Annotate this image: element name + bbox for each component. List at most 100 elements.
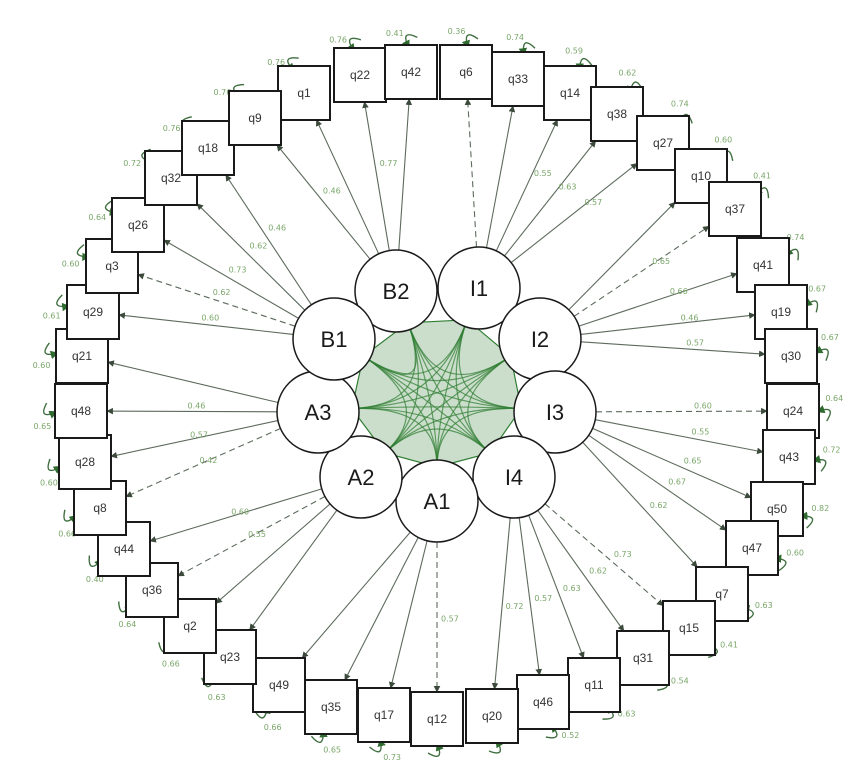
loading-path-q23 [249,509,338,631]
error-label-q7: 0.63 [755,601,773,610]
loading-path-q41 [578,272,738,327]
item-node-q14[interactable]: q14 [543,65,597,121]
item-node-q9[interactable]: q9 [228,90,282,146]
loading-label-q41: 0.66 [670,287,688,296]
factor-node-B2[interactable]: B2 [354,249,438,333]
loading-path-q31 [537,510,625,632]
error-label-q38: 0.62 [619,69,637,78]
loading-path-q46 [518,517,543,676]
item-label: q7 [715,587,729,601]
item-label: q10 [691,169,711,183]
error-arc-q24 [816,405,831,422]
item-node-q22[interactable]: q22 [333,47,387,103]
factor-node-A1[interactable]: A1 [395,459,479,543]
loading-label-q20: 0.72 [506,602,524,611]
loading-label-q9: 0.46 [323,186,341,195]
factor-label: B2 [383,279,410,304]
item-label: q6 [459,65,473,79]
item-node-q48[interactable]: q48 [54,383,108,439]
item-node-q6[interactable]: q6 [439,44,493,100]
item-node-q18[interactable]: q18 [181,120,235,176]
item-node-q37[interactable]: q37 [708,181,762,237]
error-label-q28: 0.60 [40,479,58,488]
loading-label-q11: 0.63 [563,584,581,593]
loading-path-q18 [225,174,312,306]
loading-path-q24 [595,407,768,415]
item-node-q42[interactable]: q42 [384,44,438,100]
error-label-q30: 0.67 [821,333,839,342]
loading-path-q6 [464,98,478,248]
factor-node-I2[interactable]: I2 [498,297,582,381]
item-node-q43[interactable]: q43 [762,429,816,485]
item-box [736,237,790,293]
error-label-q14: 0.59 [565,47,583,56]
item-node-q50[interactable]: q50 [750,481,804,537]
error-label-q37: 0.41 [753,172,771,181]
item-node-q11[interactable]: q11 [567,657,621,713]
error-label-q41: 0.74 [787,233,805,242]
loading-label-q47: 0.67 [668,477,686,486]
error-label-q1: 0.76 [267,58,285,67]
item-node-q33[interactable]: q33 [491,51,545,107]
item-node-q28[interactable]: q28 [58,434,112,490]
item-label: q14 [560,86,580,100]
item-label: q46 [533,695,553,709]
loading-label-q3: 0.62 [213,288,231,297]
factor-node-A3[interactable]: A3 [276,370,360,454]
factor-circle [437,246,521,330]
item-label: q15 [679,621,699,635]
error-label-q50: 0.82 [811,504,829,513]
factor-node-A2[interactable]: A2 [319,435,403,519]
item-box [662,600,716,656]
error-label-q36: 0.64 [119,620,137,629]
loading-path-q33 [485,105,516,248]
loading-path-q37 [573,225,710,317]
item-node-q41[interactable]: q41 [736,237,790,293]
item-node-q35[interactable]: q35 [304,679,358,735]
error-label-q17: 0.73 [383,753,401,762]
error-label-q48: 0.65 [34,422,52,431]
loading-path-q19 [580,312,756,335]
item-node-q15[interactable]: q15 [662,600,716,656]
factor-label: I3 [546,400,564,425]
factor-node-I4[interactable]: I4 [472,435,556,519]
item-label: q43 [779,450,799,464]
covariance-I3-B1 [362,355,522,410]
item-label: q35 [321,700,341,714]
item-label: q38 [607,107,627,121]
item-label: q26 [128,218,148,232]
item-node-q31[interactable]: q31 [616,630,670,686]
loading-label-q50: 0.65 [684,457,702,466]
loading-label-q43: 0.55 [692,428,710,437]
item-node-q26[interactable]: q26 [111,197,165,253]
factor-node-I3[interactable]: I3 [513,370,597,454]
error-label-q9: 0.76 [214,88,232,97]
item-node-q46[interactable]: q46 [516,674,570,730]
item-label: q2 [183,619,197,633]
loading-path-q17 [388,540,428,689]
item-node-q38[interactable]: q38 [590,86,644,142]
error-label-q33: 0.74 [506,33,524,42]
item-node-q20[interactable]: q20 [465,688,519,744]
item-node-q17[interactable]: q17 [357,687,411,743]
item-node-q1[interactable]: q1 [277,65,331,121]
item-label: q41 [753,258,773,272]
loading-path-q21 [107,360,279,404]
loading-path-q1 [316,119,380,255]
loading-path-q43 [595,419,764,455]
item-label: q12 [427,712,447,726]
loading-label-q19: 0.46 [681,314,699,323]
factor-node-I1[interactable]: I1 [437,246,521,330]
item-node-q36[interactable]: q36 [125,562,179,618]
loading-path-q32 [196,203,306,311]
item-node-q30[interactable]: q30 [764,328,818,384]
item-node-q12[interactable]: q12 [410,691,464,747]
item-node-q23[interactable]: q23 [203,629,257,685]
loading-label-q8: 0.42 [200,456,218,465]
loading-path-q29 [118,312,294,335]
item-node-q49[interactable]: q49 [252,657,306,713]
loading-path-q30 [580,341,766,358]
error-label-q11: 0.63 [618,709,636,718]
factor-node-B1[interactable]: B1 [292,297,376,381]
